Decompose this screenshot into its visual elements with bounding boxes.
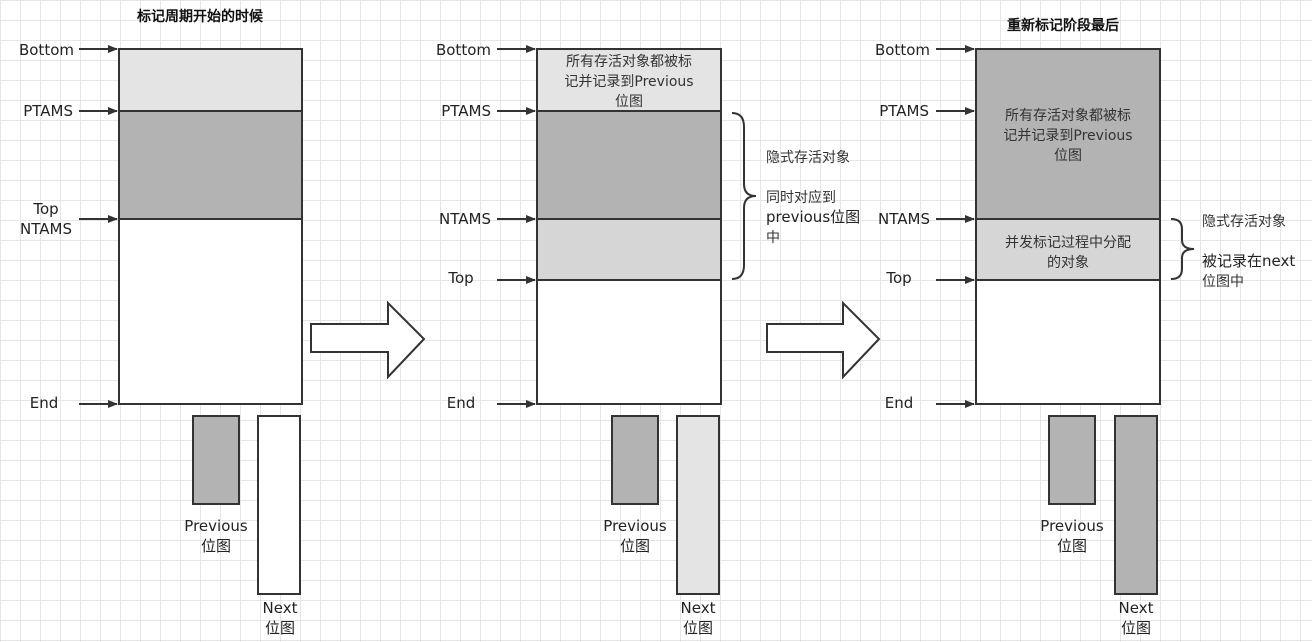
panel-1-previous-label: Previous xyxy=(184,517,248,535)
panel-1-region-top-end xyxy=(118,218,303,405)
panel-3: 重新标记阶段最后 所有存活对象都被标 记并记录到Previous 位图 并发标记… xyxy=(875,17,1295,637)
panel-3-alloc-text-1: 并发标记过程中分配 xyxy=(1005,235,1131,251)
panel-3-ptams-label: PTAMS xyxy=(879,102,929,120)
panel-2-bottom-label: Bottom xyxy=(436,41,491,59)
panel-2-brace-text-3: previous位图 xyxy=(766,208,860,226)
panel-3-previous-label: Previous xyxy=(1040,517,1104,535)
panel-2-block-text-3: 位图 xyxy=(615,94,643,110)
panel-2-ptams-label: PTAMS xyxy=(441,102,491,120)
panel-2-next-label: Next xyxy=(681,599,716,617)
panel-3-previous-bitmap xyxy=(1048,415,1096,505)
panel-1-region-ptams-top xyxy=(118,110,303,220)
panel-3-region-ntams-top xyxy=(975,218,1161,281)
panel-3-region-top-end xyxy=(975,279,1161,405)
panel-1-ntams-label: NTAMS xyxy=(20,220,72,238)
panel-1-region-bottom-ptams xyxy=(118,48,303,112)
panel-2-block-text-1: 所有存活对象都被标 xyxy=(566,54,692,70)
panel-1-next-bitmap xyxy=(257,415,301,595)
panel-1-next-label: Next xyxy=(263,599,298,617)
panel-2-region-bottom-ptams xyxy=(536,48,722,112)
panel-1-title: 标记周期开始的时候 xyxy=(136,8,264,25)
panel-2: 所有存活对象都被标 记并记录到Previous 位图 Bottom PTAMS … xyxy=(436,41,860,637)
panel-2-previous-label: Previous xyxy=(603,517,667,535)
panel-3-title: 重新标记阶段最后 xyxy=(1007,17,1119,34)
panel-1-previous-bitmap xyxy=(192,415,240,505)
panel-2-region-ptams-ntams xyxy=(536,110,722,220)
panel-3-brace-text-2: 被记录在next xyxy=(1202,252,1295,270)
panel-2-next-label-2: 位图 xyxy=(683,619,713,637)
panel-1-bottom-label: Bottom xyxy=(19,41,74,59)
panel-3-top-label: Top xyxy=(885,269,911,287)
panel-1-ptams-label: PTAMS xyxy=(23,102,73,120)
panel-2-top-label: Top xyxy=(447,269,473,287)
panel-2-end-label: End xyxy=(447,394,476,412)
panel-2-previous-label-2: 位图 xyxy=(620,537,650,555)
panel-3-brace-text-1: 隐式存活对象 xyxy=(1202,214,1286,230)
panel-3-region-bottom-ntams xyxy=(975,48,1161,220)
panel-2-region-top-end xyxy=(536,279,722,405)
panel-1: 标记周期开始的时候 Bottom PTAMS Top NTAMS End Pre… xyxy=(19,8,303,637)
panel-3-end-label: End xyxy=(885,394,914,412)
panel-1-top-label: Top xyxy=(32,200,58,218)
panel-1-end-label: End xyxy=(30,394,59,412)
panel-2-brace-text-2: 同时对应到 xyxy=(766,189,836,206)
panel-3-bottom-label: Bottom xyxy=(875,41,930,59)
transition-arrow-1 xyxy=(310,300,426,380)
panel-1-next-label-2: 位图 xyxy=(265,619,295,637)
panel-3-next-label-2: 位图 xyxy=(1121,619,1151,637)
panel-1-previous-label-2: 位图 xyxy=(201,537,231,555)
panel-2-previous-bitmap xyxy=(611,415,659,505)
panel-3-block-text-1: 所有存活对象都被标 xyxy=(1005,108,1131,124)
panel-2-region-ntams-top xyxy=(536,218,722,281)
panel-2-next-bitmap xyxy=(676,415,720,595)
panel-3-block-text-3: 位图 xyxy=(1054,148,1082,164)
panel-2-brace-text-4: 中 xyxy=(766,230,780,246)
panel-2-brace xyxy=(731,112,757,280)
panel-2-brace-text-1: 隐式存活对象 xyxy=(766,150,850,166)
panel-3-next-bitmap xyxy=(1114,415,1158,595)
panel-2-ntams-label: NTAMS xyxy=(439,210,491,228)
panel-3-next-label: Next xyxy=(1119,599,1154,617)
panel-3-alloc-text-2: 的对象 xyxy=(1047,255,1089,271)
panel-3-block-text-2: 记并记录到Previous xyxy=(1003,128,1132,144)
panel-2-block-text-2: 记并记录到Previous xyxy=(564,74,693,90)
transition-arrow-2 xyxy=(766,300,881,380)
panel-3-previous-label-2: 位图 xyxy=(1057,537,1087,555)
panel-3-brace-text-3: 位图中 xyxy=(1202,274,1244,290)
panel-3-ntams-label: NTAMS xyxy=(878,210,930,228)
panel-3-brace xyxy=(1170,218,1195,280)
